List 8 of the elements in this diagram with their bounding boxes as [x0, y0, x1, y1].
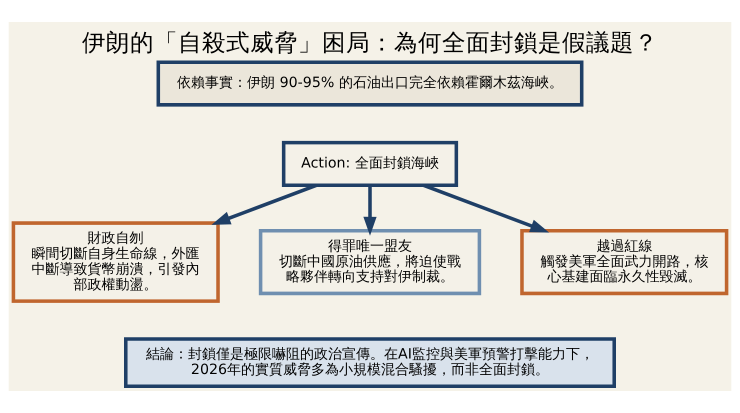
node-box: 得罪唯一盟友 切斷中國原油供應，將迫使戰略夥伴轉向支持對伊制裁。 — [258, 228, 482, 296]
node-box: 財政自刎 瞬間切斷自身生命線，外匯中斷導致貨幣崩潰，引發內部政權動盪。 — [12, 221, 220, 303]
diagram-title: 伊朗的「自殺式威脅」困局：為何全面封鎖是假議題？ — [82, 28, 658, 56]
arrow — [363, 185, 377, 236]
node-box: Action: 全面封鎖海峽 — [282, 140, 458, 187]
node-box: 越過紅線 觸發美軍全面武力開路，核心基建面臨永久性毀滅。 — [520, 228, 728, 296]
node-box: 結論：封鎖僅是極限嚇阻的政治宣傳。在AI監控與美軍預警打擊能力下，2026年的實質威脅多為小規模混合騷擾，而非全面封鎖。 — [124, 337, 616, 388]
node-box: 依賴事實：伊朗 90-95% 的石油出口完全依賴霍爾木茲海峽。 — [156, 60, 584, 107]
